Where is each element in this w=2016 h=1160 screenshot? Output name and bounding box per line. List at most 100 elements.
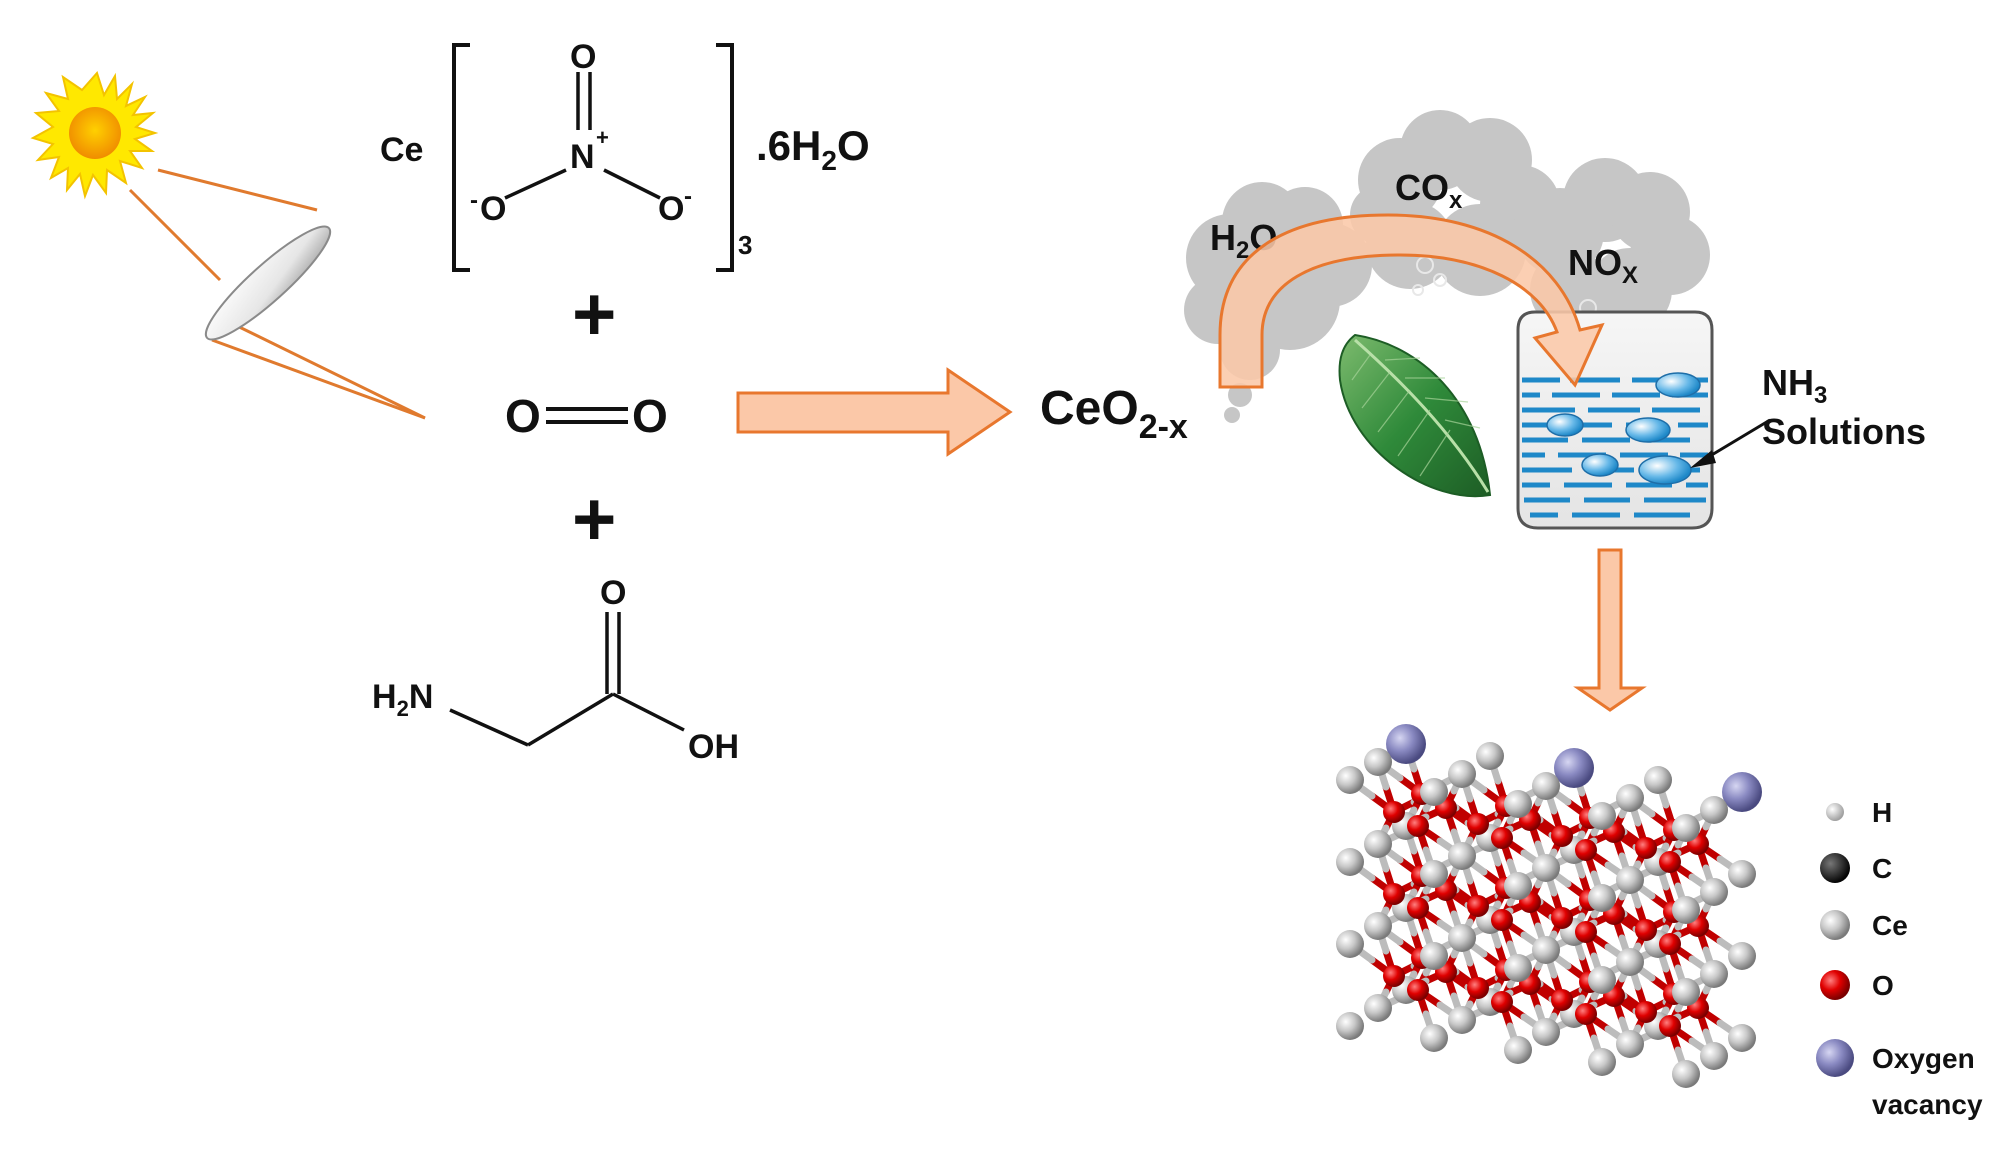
nh3-pointer-arrow xyxy=(1690,418,1771,468)
cerium-atom xyxy=(1364,912,1392,940)
cerium-atom xyxy=(1364,748,1392,776)
leaf-icon xyxy=(1338,333,1492,498)
cerium-atom xyxy=(1364,994,1392,1022)
oxygen-atom xyxy=(1407,815,1429,837)
cerium-atom xyxy=(1700,878,1728,906)
bracket-subscript: 3 xyxy=(738,230,752,260)
cerium-atom xyxy=(1616,1030,1644,1058)
oxygen-atom xyxy=(1383,883,1405,905)
oxygen-vacancy-atom xyxy=(1554,748,1594,788)
sun-icon xyxy=(30,71,159,200)
cerium-atom xyxy=(1700,960,1728,988)
cerium-atom xyxy=(1504,790,1532,818)
cerium-atom xyxy=(1336,930,1364,958)
cerium-atom xyxy=(1616,866,1644,894)
legend-label: O xyxy=(1872,970,1894,1001)
legend-label-line2: vacancy xyxy=(1872,1089,1983,1120)
oxygen-atom xyxy=(1467,895,1489,917)
cerium-atom xyxy=(1700,1042,1728,1070)
ce-label: Ce xyxy=(380,131,423,169)
oxygen-atom xyxy=(1659,933,1681,955)
oxygen-atom xyxy=(1635,1001,1657,1023)
cerium-atom xyxy=(1476,742,1504,770)
cerium-atom xyxy=(1504,954,1532,982)
nox-gas-label: NOX xyxy=(1568,242,1638,289)
down-arrow xyxy=(1573,548,1647,712)
cerium-atom xyxy=(1672,978,1700,1006)
oxygen-atom xyxy=(1575,921,1597,943)
oxygen-atom xyxy=(1491,909,1513,931)
legend-marker-ce xyxy=(1820,910,1850,940)
legend-marker-h xyxy=(1826,803,1844,821)
cerium-atom xyxy=(1448,760,1476,788)
nitrate-o-top: O xyxy=(570,38,596,76)
cerium-atom xyxy=(1588,966,1616,994)
cerium-atom xyxy=(1588,802,1616,830)
cerium-atom xyxy=(1672,814,1700,842)
o2-left-o: O xyxy=(505,390,541,442)
oxygen-atom xyxy=(1407,897,1429,919)
cerium-atom xyxy=(1672,1060,1700,1088)
ceo2-crystal-lattice xyxy=(1336,724,1762,1088)
o2-right-o: O xyxy=(632,390,668,442)
product-ceo2x: CeO2-x xyxy=(1040,382,1188,446)
oxygen-atom xyxy=(1635,837,1657,859)
cerium-atom xyxy=(1616,784,1644,812)
solution-droplets xyxy=(1546,372,1701,485)
plus-sign-2: + xyxy=(572,477,616,562)
plus-sign-1: + xyxy=(572,272,616,357)
cerium-nitrate-structure: Ce O N + - O O - 3 .6H2O xyxy=(380,38,870,272)
cerium-atom xyxy=(1504,1036,1532,1064)
cerium-atom xyxy=(1728,860,1756,888)
cerium-atom xyxy=(1728,1024,1756,1052)
nh3-label: NH3 xyxy=(1762,362,1827,409)
oxygen-vacancy-atom xyxy=(1386,724,1426,764)
reaction-arrow xyxy=(736,367,1013,457)
solutions-label: Solutions xyxy=(1762,411,1926,452)
glycine-hydroxyl: OH xyxy=(688,728,739,766)
oxygen-atom xyxy=(1659,851,1681,873)
cerium-atom xyxy=(1532,1018,1560,1046)
cerium-atom xyxy=(1672,896,1700,924)
cerium-atom xyxy=(1700,796,1728,824)
curved-gas-arrow xyxy=(1218,213,1605,389)
cerium-atom xyxy=(1336,766,1364,794)
minus-left: - xyxy=(470,187,478,214)
oxygen-atom xyxy=(1491,991,1513,1013)
oxygen-atom xyxy=(1383,965,1405,987)
oxygen-atom xyxy=(1551,989,1573,1011)
nitrate-o-left: O xyxy=(480,190,506,228)
light-rays xyxy=(128,168,426,420)
minus-right: - xyxy=(684,183,692,210)
glycine-structure: O H2N OH xyxy=(372,574,739,766)
cerium-atom xyxy=(1532,772,1560,800)
legend-marker-oxygen xyxy=(1816,1039,1854,1077)
cerium-atom xyxy=(1364,830,1392,858)
oxygen-atom xyxy=(1575,839,1597,861)
cerium-atom xyxy=(1336,1012,1364,1040)
legend-label: H xyxy=(1872,797,1892,828)
cerium-atom xyxy=(1420,778,1448,806)
oxygen-atom xyxy=(1551,907,1573,929)
cerium-atom xyxy=(1616,948,1644,976)
nitrate-n: N xyxy=(570,138,595,176)
legend-label: Ce xyxy=(1872,910,1908,941)
oxygen-atom xyxy=(1467,813,1489,835)
glycine-amine: H2N xyxy=(372,678,433,721)
legend-marker-c xyxy=(1820,853,1850,883)
oxygen-atom xyxy=(1635,919,1657,941)
cerium-atom xyxy=(1448,1006,1476,1034)
legend-marker-o xyxy=(1820,970,1850,1000)
cerium-atom xyxy=(1588,1048,1616,1076)
cerium-atom xyxy=(1532,854,1560,882)
lens xyxy=(204,225,332,341)
cerium-atom xyxy=(1644,766,1672,794)
cerium-atom xyxy=(1420,942,1448,970)
oxygen-vacancy-atom xyxy=(1722,772,1762,812)
cerium-atom xyxy=(1448,842,1476,870)
oxygen-atom xyxy=(1467,977,1489,999)
oxygen-molecule: O O xyxy=(505,390,668,442)
glycine-carbonyl-o: O xyxy=(600,574,626,612)
legend-label: Oxygen xyxy=(1872,1043,1975,1074)
